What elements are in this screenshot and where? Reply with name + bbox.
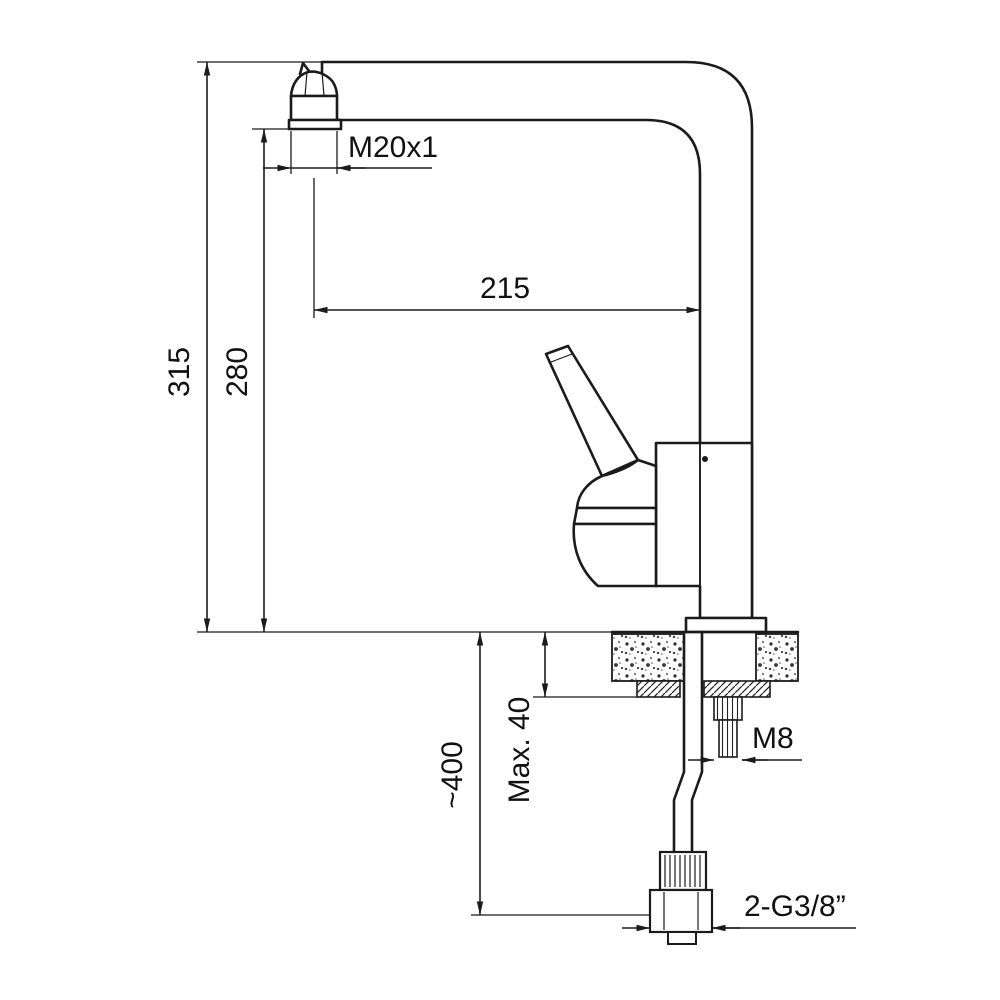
- dim-mounting-thickness: Max. 40: [503, 632, 637, 803]
- handle-cap-line: [550, 353, 573, 363]
- mounting-washer: [636, 680, 771, 698]
- dim-label-spout-reach: 215: [480, 272, 530, 305]
- cartridge-collar: [572, 506, 658, 526]
- nozzle-facet-lines: [304, 71, 325, 97]
- dim-label-aerator-thread: M20x1: [348, 131, 438, 164]
- nozzle-base-plate: [287, 118, 343, 131]
- dim-overall-height: 315: [163, 61, 612, 633]
- body-skirt: [572, 522, 658, 588]
- dim-label-mounting-thickness: Max. 40: [503, 697, 536, 804]
- nozzle-tip: [298, 61, 311, 76]
- dim-supply-connections: 2-G3/8”: [622, 890, 856, 932]
- supply-hose: [648, 630, 714, 945]
- nut-facet-lines: [663, 892, 699, 930]
- hose-left-line: [672, 630, 686, 854]
- dim-label-outlet-height: 280: [221, 347, 254, 397]
- dim-label-supply-connections: 2-G3/8”: [744, 890, 846, 923]
- counter-right-block: [755, 633, 799, 682]
- dim-label-stud-thread: M8: [752, 722, 794, 755]
- nut-nipple: [667, 931, 697, 945]
- washer-left: [636, 680, 681, 698]
- mounting-stud: [713, 696, 743, 758]
- stud-collar: [713, 696, 743, 721]
- dim-spout-reach: 215: [313, 178, 700, 318]
- nozzle-body: [289, 94, 339, 122]
- handle-assembly: [544, 344, 658, 588]
- ferrule-ridges: [664, 855, 701, 887]
- dim-stud-thread: M8: [688, 722, 802, 764]
- nozzle-dome: [289, 70, 339, 98]
- hose-ferrule: [658, 850, 708, 892]
- dim-outlet-height: 280: [221, 128, 289, 632]
- stud-threaded-rod: [718, 719, 738, 758]
- countertop-section: [610, 630, 800, 682]
- handle-lever: [544, 344, 640, 478]
- body-housing: [654, 441, 754, 620]
- aerator-nozzle: [287, 61, 343, 131]
- spout-outer-line: [320, 60, 754, 620]
- dim-aerator-thread: M20x1: [263, 131, 438, 174]
- counter-left-block: [611, 633, 685, 682]
- dim-label-hose-length: ~400: [436, 741, 469, 809]
- handle-pivot-cap: [575, 458, 658, 510]
- set-screw-dot: [702, 456, 708, 462]
- hose-right-line: [690, 630, 704, 854]
- spout-inner-line: [336, 118, 702, 445]
- base-flange: [684, 616, 768, 634]
- connection-nut: [648, 888, 714, 934]
- dim-hose-length: ~400: [436, 632, 650, 916]
- dim-label-overall-height: 315: [163, 347, 196, 397]
- washer-right: [703, 680, 771, 698]
- faucet-body-housing: [654, 441, 754, 620]
